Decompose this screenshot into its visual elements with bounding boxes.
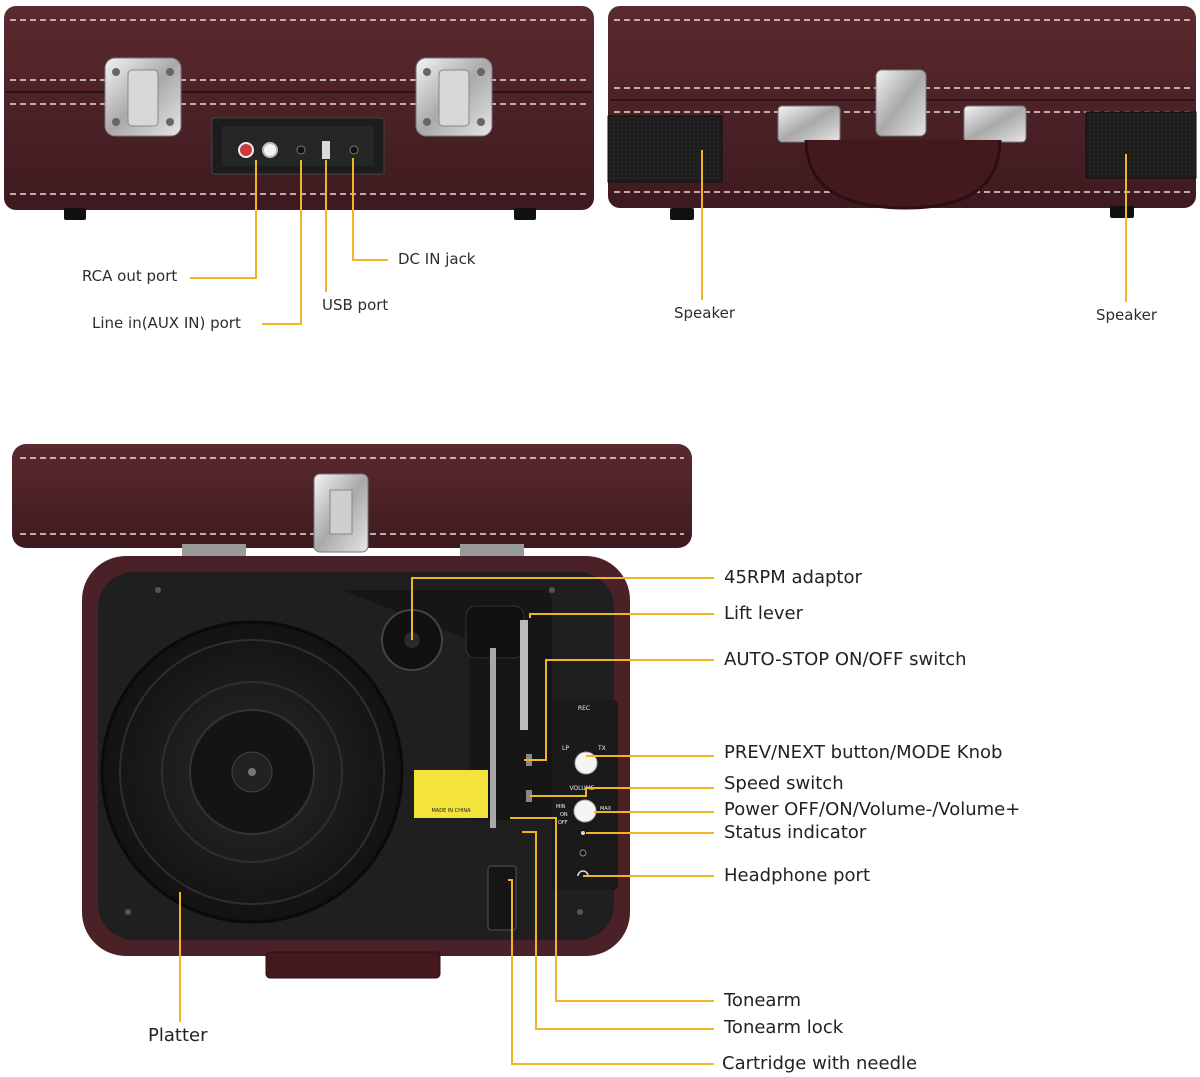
status-led — [581, 831, 585, 835]
label-platter: Platter — [148, 1025, 208, 1046]
label-power-volume: Power OFF/ON/Volume-/Volume+ — [724, 799, 1021, 820]
leader-lift-lever — [529, 613, 714, 618]
latch-right — [415, 57, 493, 137]
svg-text:REC: REC — [578, 705, 590, 712]
svg-text:VOLUME: VOLUME — [569, 785, 594, 792]
carry-handle — [804, 139, 1002, 210]
label-line-in: Line in(AUX IN) port — [92, 314, 241, 332]
label-speaker-left: Speaker — [674, 304, 736, 322]
speaker-grille-left — [607, 115, 723, 183]
label-lift-lever: Lift lever — [724, 603, 804, 624]
svg-text:MAX: MAX — [600, 806, 612, 812]
mode-knob[interactable] — [574, 751, 598, 775]
label-auto-stop: AUTO-STOP ON/OFF switch — [724, 649, 967, 670]
label-prev-next: PREV/NEXT button/MODE Knob — [724, 742, 1003, 763]
label-tonearm: Tonearm — [724, 990, 802, 1011]
svg-text:ON: ON — [560, 812, 568, 818]
speaker-grille-right — [1085, 111, 1197, 179]
warning-sticker: MADE IN CHINA — [414, 770, 488, 818]
aux-jack — [296, 145, 306, 155]
label-headphone-port: Headphone port — [724, 865, 871, 886]
front-view — [607, 6, 1197, 220]
back-view — [4, 6, 594, 220]
leader-dc-in — [352, 158, 388, 261]
leader-tonearm-lock — [522, 831, 714, 1030]
leader-line-in — [262, 160, 302, 325]
rca-white-jack — [262, 142, 278, 158]
leader-cartridge — [508, 879, 714, 1065]
tonearm-graphic — [465, 605, 528, 931]
label-speed-switch: Speed switch — [724, 773, 844, 794]
rca-red-jack — [238, 142, 254, 158]
dc-jack — [349, 145, 359, 155]
svg-text:OFF: OFF — [558, 820, 568, 826]
leader-rca-out — [190, 160, 257, 279]
headphone-jack — [579, 849, 587, 857]
leader-auto-stop — [524, 659, 714, 761]
platter-graphic — [100, 620, 404, 924]
label-dc-in: DC IN jack — [398, 250, 476, 268]
label-cartridge: Cartridge with needle — [722, 1053, 918, 1074]
label-45rpm-adaptor: 45RPM adaptor — [724, 567, 862, 588]
svg-text:MADE IN CHINA: MADE IN CHINA — [431, 808, 471, 814]
top-view: MADE IN CHINA REC LP TX VOLUME MIN ON OF… — [12, 444, 692, 979]
label-speaker-right: Speaker — [1096, 306, 1158, 324]
svg-text:LP: LP — [562, 745, 569, 752]
svg-text:MIN: MIN — [556, 804, 566, 810]
leader-speed — [530, 787, 714, 797]
label-rca-out: RCA out port — [82, 267, 178, 285]
leader-adaptor — [411, 577, 714, 640]
headphone-icon — [577, 870, 589, 877]
label-status-indicator: Status indicator — [724, 822, 867, 843]
leader-tonearm — [510, 817, 714, 1002]
port-panel — [211, 117, 385, 175]
usb-slot — [322, 141, 330, 159]
front-latch-center — [875, 69, 927, 137]
leader-lines — [179, 150, 1127, 1065]
svg-text:TX: TX — [597, 745, 606, 752]
back-case-body — [4, 6, 594, 210]
label-tonearm-lock: Tonearm lock — [724, 1017, 844, 1038]
label-usb: USB port — [322, 296, 389, 314]
latch-left — [104, 57, 182, 137]
volume-knob[interactable] — [573, 799, 597, 823]
